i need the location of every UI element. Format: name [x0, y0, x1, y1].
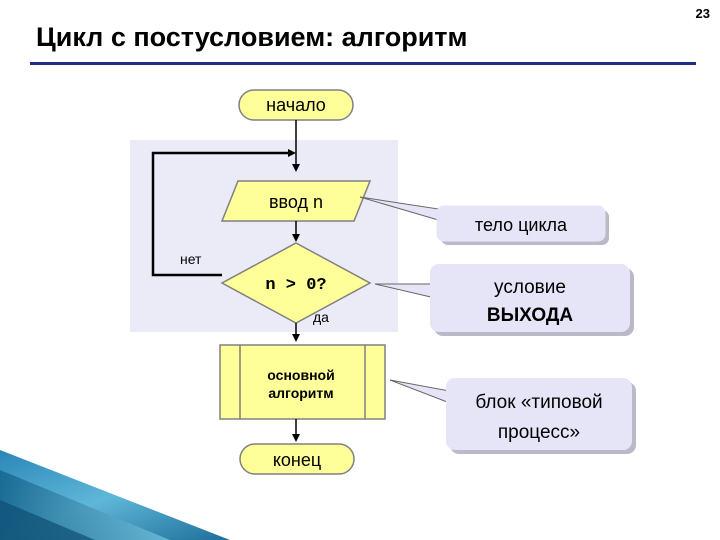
callout-process-line1: блок «типовой	[475, 392, 602, 413]
start-terminal: начало	[238, 89, 354, 121]
condition-block: n > 0?	[220, 242, 372, 324]
branch-no-label: нет	[180, 251, 202, 267]
callout-exit-condition: условие ВЫХОДА	[374, 264, 634, 336]
callout-process-line2: процесс»	[498, 422, 580, 443]
callout-loop-body-text: тело цикла	[475, 215, 568, 235]
end-label: конец	[273, 450, 321, 470]
slide-number: 23	[695, 6, 710, 21]
callout-exit-line2: ВЫХОДА	[487, 305, 574, 326]
process-label-line2: алгоритм	[268, 385, 333, 401]
input-label: ввод n	[269, 192, 323, 212]
end-terminal: конец	[239, 443, 355, 475]
start-label: начало	[266, 95, 326, 115]
process-block: основной алгоритм	[219, 344, 386, 420]
input-block: ввод n	[220, 180, 372, 222]
condition-label: n > 0?	[265, 276, 326, 295]
corner-decoration	[0, 450, 230, 540]
loop-back-arrowhead	[288, 149, 296, 157]
title-divider	[30, 62, 696, 65]
loop-back-line	[151, 151, 292, 277]
callout-exit-line1: условие	[494, 277, 566, 298]
process-label-line1: основной	[267, 367, 334, 383]
branch-yes-label: да	[313, 309, 329, 325]
callout-loop-body: тело цикла	[359, 196, 609, 245]
page-title: Цикл с постусловием: алгоритм	[36, 22, 468, 52]
callout-process-block: блок «типовой процесс»	[389, 378, 636, 454]
